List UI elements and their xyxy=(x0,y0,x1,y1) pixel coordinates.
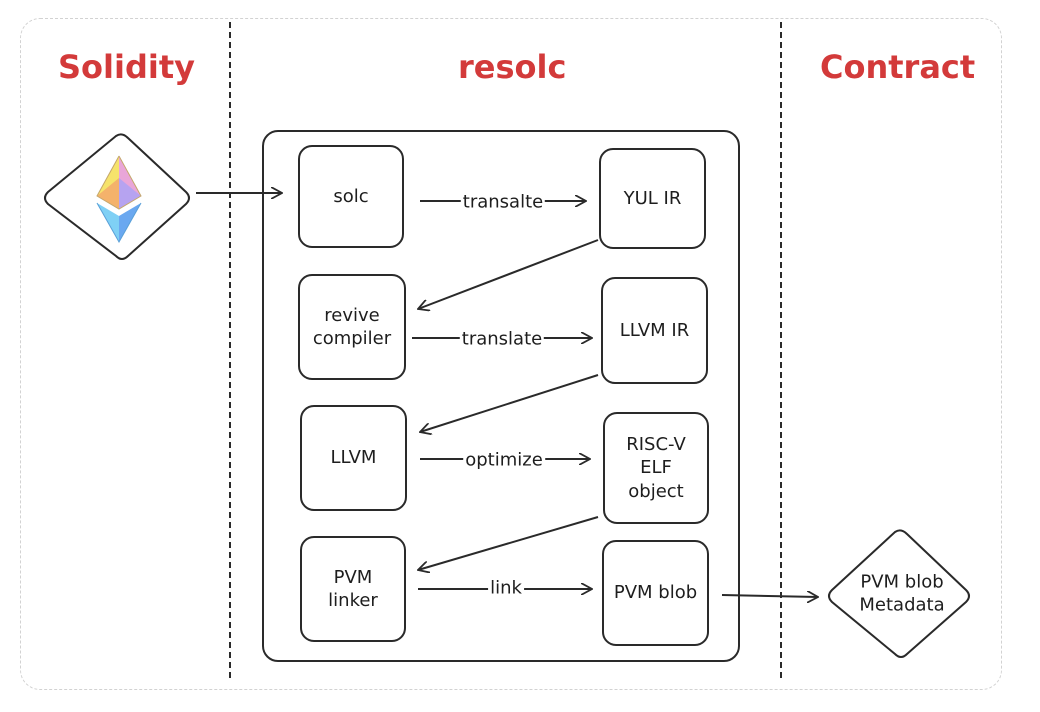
node-risc-v-elf-object: RISC-V ELF object xyxy=(603,412,709,524)
divider-left xyxy=(229,22,231,678)
node-pvm-blob: PVM blob xyxy=(602,540,709,646)
edge-label-transalte: transalte xyxy=(460,191,546,213)
contract-output-label: PVM blob Metadata xyxy=(859,571,945,616)
column-heading-contract: Contract xyxy=(820,48,976,86)
divider-right xyxy=(780,22,782,678)
node-llvm-ir: LLVM IR xyxy=(601,277,708,384)
diagram-frame xyxy=(20,18,1002,690)
resolc-container xyxy=(262,130,740,662)
edge-riscv-to-linker xyxy=(418,516,599,570)
contract-diamond xyxy=(828,529,970,658)
column-heading-solidity: Solidity xyxy=(58,48,195,86)
edge-yul-to-revive xyxy=(418,239,599,309)
column-heading-resolc: resolc xyxy=(458,48,567,86)
ethereum-diamond-icon xyxy=(96,155,142,244)
node-pvm-linker: PVM linker xyxy=(300,536,406,642)
node-llvm: LLVM xyxy=(300,405,407,511)
edge-label-optimize: optimize xyxy=(463,449,545,471)
node-revive-compiler: revive compiler xyxy=(298,274,406,380)
edge-label-translate: translate xyxy=(459,328,545,350)
edge-blob-to-contract xyxy=(721,595,818,597)
node-yul-ir: YUL IR xyxy=(599,148,706,249)
node-solc: solc xyxy=(298,145,404,248)
edge-label-link: link xyxy=(488,577,524,599)
edge-llvmir-to-llvm xyxy=(420,374,599,432)
